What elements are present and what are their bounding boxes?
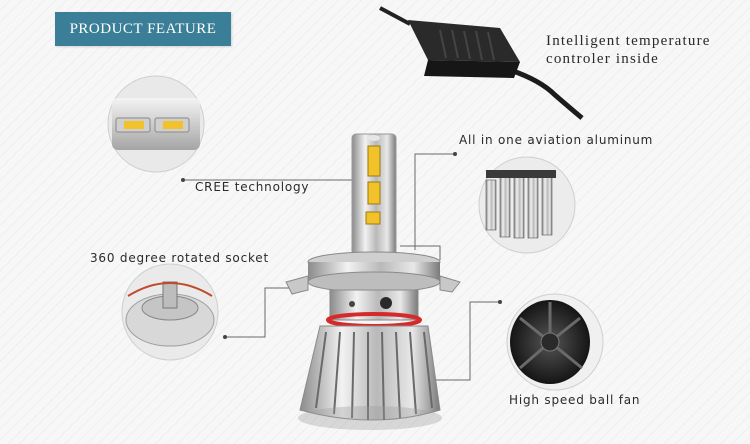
leader-dots bbox=[181, 152, 502, 339]
cree-detail-circle bbox=[107, 75, 205, 173]
fan-detail-circle bbox=[506, 293, 604, 391]
aluminum-detail-circle bbox=[478, 156, 576, 254]
socket-detail-circle bbox=[121, 263, 219, 361]
badge-label: PRODUCT FEATURE bbox=[69, 20, 217, 37]
cree-label: CREE technology bbox=[195, 180, 310, 194]
led-bulb-image bbox=[285, 133, 461, 430]
aluminum-label: All in one aviation aluminum bbox=[459, 133, 654, 147]
product-feature-badge: PRODUCT FEATURE bbox=[55, 12, 231, 46]
temperature-label-line2: controler inside bbox=[546, 51, 659, 67]
temperature-label-line1: Intelligent temperature bbox=[546, 33, 711, 49]
controller-box-image bbox=[379, 6, 584, 120]
fan-label: High speed ball fan bbox=[509, 393, 641, 407]
socket-label: 360 degree rotated socket bbox=[90, 251, 269, 265]
